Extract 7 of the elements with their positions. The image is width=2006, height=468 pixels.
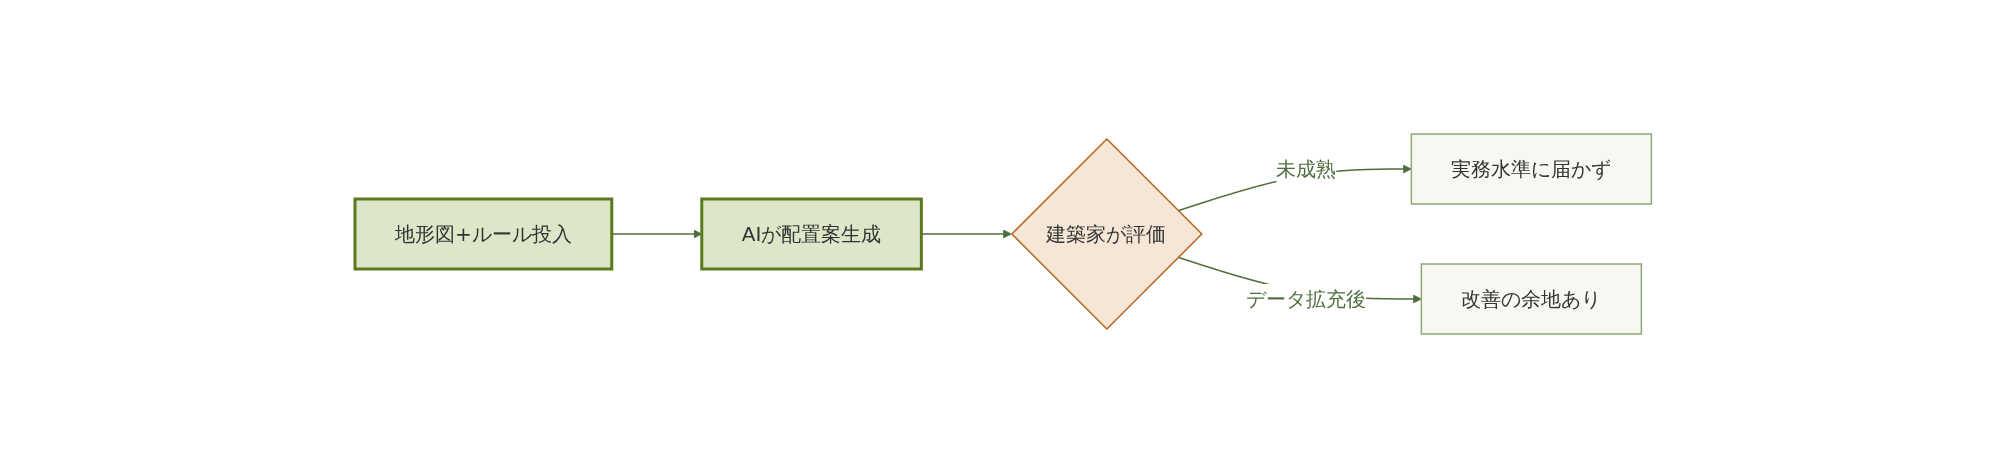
node-box: 実務水準に届かず bbox=[1410, 133, 1652, 205]
edge-label: 未成熟 bbox=[1276, 157, 1337, 181]
node-box: 地形図+ルール投入 bbox=[353, 197, 614, 271]
node-box: AIが配置案生成 bbox=[700, 197, 923, 271]
edge-label: データ拡充後 bbox=[1246, 287, 1367, 311]
node-diamond: 建築家が評価 bbox=[1010, 137, 1203, 331]
node-box: 改善の余地あり bbox=[1420, 263, 1642, 335]
